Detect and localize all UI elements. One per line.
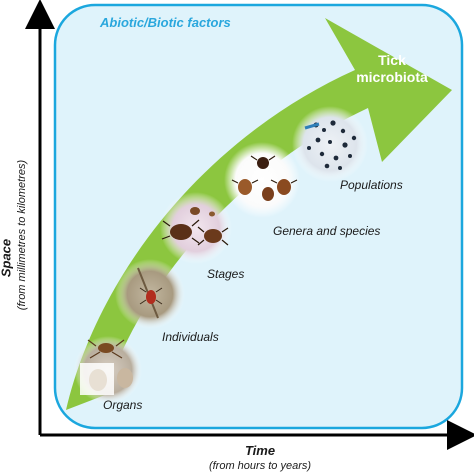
x-axis-title: Time [244,443,276,458]
y-axis-subtitle-text: (from millimetres to kilometres) [16,159,28,311]
organs-image [74,336,142,404]
arrow-label-line-1: Tick [378,52,406,68]
scale-label-stages: Stages [207,267,245,281]
x-axis-subtitle: (from hours to years) [208,460,312,472]
environment-label: Abiotic/Biotic factors [100,15,231,30]
stages-image [160,192,232,264]
y-axis-title: Space [0,158,14,358]
individuals-image [115,259,185,329]
scale-label-genera-species: Genera and species [273,224,381,238]
scale-label-populations: Populations [340,178,403,192]
y-axis-subtitle: (from millimetres to kilometres) [16,115,28,355]
genera-species-image [224,142,300,218]
arrow-label-line-2: microbiota [356,69,428,85]
arrow-label: Tick microbiota [346,52,438,86]
x-axis-title-block: Time (from hours to years) [160,443,360,473]
y-axis-title-text: Space [0,238,14,278]
populations-image [292,106,368,182]
scale-label-individuals: Individuals [162,330,219,344]
scale-label-organs: Organs [103,398,143,412]
